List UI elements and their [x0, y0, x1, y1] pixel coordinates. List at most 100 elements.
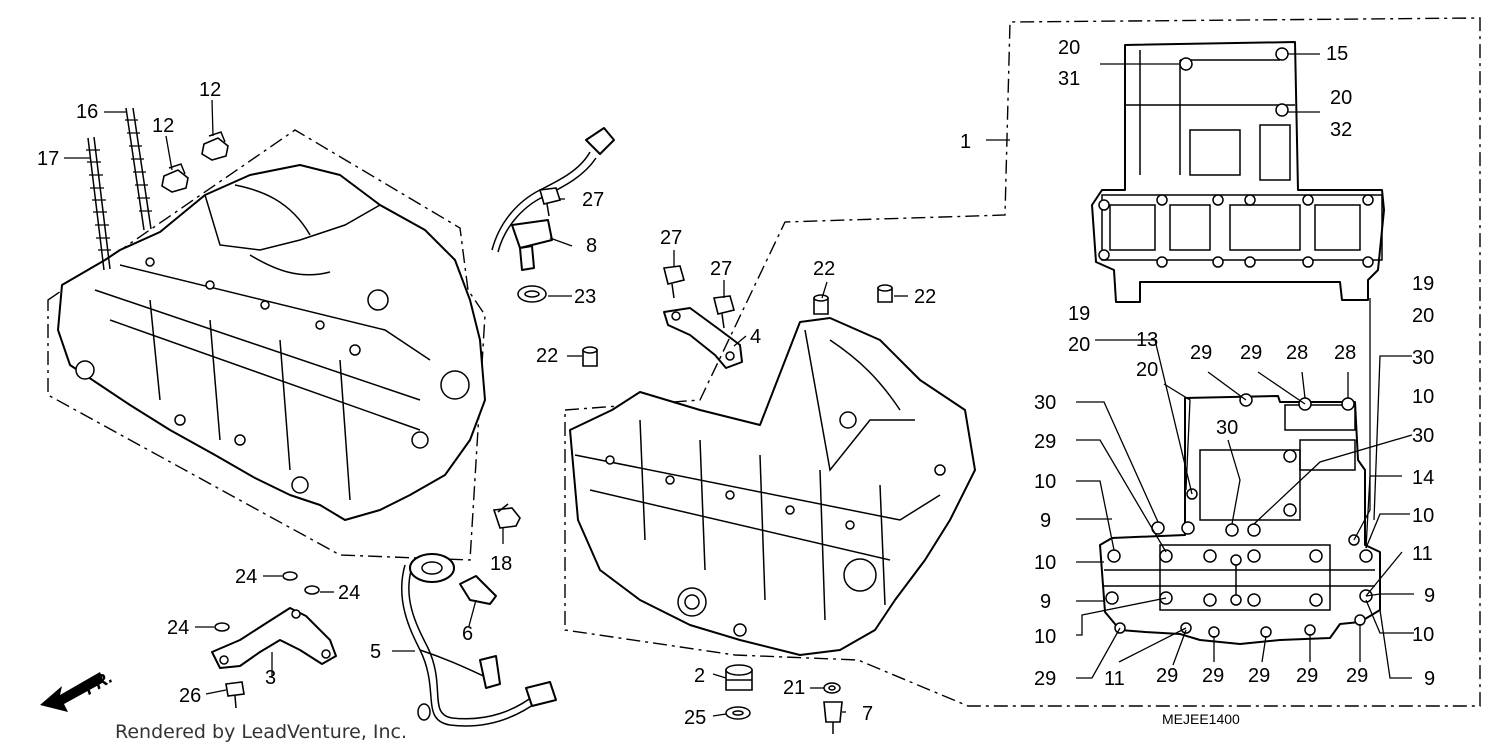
callout-l14: 14: [1412, 467, 1434, 489]
callout-3: 3: [265, 667, 276, 689]
bolt-27-a: [538, 187, 562, 217]
callout-l9d: 9: [1424, 668, 1435, 690]
callout-l28a: 28: [1286, 342, 1308, 364]
upper-right-crankcase-view: [1091, 41, 1385, 303]
callout-22a: 22: [813, 258, 835, 280]
washer-21: [823, 682, 841, 694]
callout-l19b: 19: [1412, 273, 1434, 295]
leader-lines: [64, 53, 1414, 717]
callout-25: 25: [684, 707, 706, 729]
bolt-18: [492, 503, 521, 529]
dowel-pin-22-b: [877, 284, 893, 303]
callout-u31: 31: [1058, 68, 1080, 90]
callout-l11b: 11: [1104, 668, 1125, 690]
callout-l30d: 30: [1412, 425, 1434, 447]
callout-23: 23: [574, 286, 596, 308]
callout-1: 1: [960, 131, 971, 153]
callout-18: 18: [490, 553, 512, 575]
callout-u15: 15: [1326, 43, 1348, 65]
plate-3: [211, 607, 337, 669]
callout-l30a: 30: [1034, 392, 1056, 414]
callout-l29a: 29: [1190, 342, 1212, 364]
callout-24c: 24: [167, 617, 189, 639]
callout-l9c: 9: [1424, 585, 1435, 607]
oil-plug-2: [725, 664, 753, 691]
callout-l29c: 29: [1034, 431, 1056, 453]
callout-16: 16: [76, 101, 98, 123]
callout-17: 17: [37, 148, 59, 170]
callout-l10a: 10: [1412, 386, 1434, 408]
callout-l20b: 20: [1412, 305, 1434, 327]
callout-8: 8: [586, 235, 597, 257]
callout-l29i: 29: [1346, 665, 1368, 687]
callout-4: 4: [750, 326, 761, 348]
callout-27b: 27: [660, 227, 682, 249]
callout-l9a: 9: [1040, 510, 1051, 532]
front-direction-arrow: [40, 672, 104, 712]
sensor-8: [491, 127, 615, 271]
callout-7: 7: [862, 703, 873, 725]
bolt-27-c: [713, 295, 735, 329]
callout-24b: 24: [338, 582, 360, 604]
bolt-26: [225, 681, 245, 709]
o-ring-23: [517, 285, 547, 303]
front-direction-label: FR.: [81, 667, 116, 699]
callout-u20a: 20: [1058, 37, 1080, 59]
upper-crankcase-half: [47, 129, 486, 561]
callout-l10f: 10: [1412, 624, 1434, 646]
clip-24-a: [282, 571, 298, 581]
switch-7: [823, 701, 843, 734]
washer-25: [725, 706, 751, 720]
callout-labels: 1 2 3 4 5 6 7 8 12 12 16 17 18 21 22 22 …: [37, 37, 1435, 729]
callout-l30b: 30: [1412, 347, 1434, 369]
dowel-pin-22-a: [813, 294, 829, 315]
callout-l10e: 10: [1034, 626, 1056, 648]
bolt-12-a: [161, 163, 189, 193]
callout-22c: 22: [536, 345, 558, 367]
bolt-27-b: [663, 265, 685, 299]
stud-bolt-16: [125, 107, 152, 231]
callout-26: 26: [179, 685, 201, 707]
stud-bolt-17: [86, 136, 111, 271]
callout-l29e: 29: [1156, 665, 1178, 687]
callout-12b: 12: [199, 79, 221, 101]
callout-21: 21: [783, 677, 805, 699]
callout-l28b: 28: [1334, 342, 1356, 364]
bolt-12-b: [201, 131, 229, 161]
callout-l10d: 10: [1034, 552, 1056, 574]
callout-l19a: 19: [1068, 303, 1090, 325]
lower-crankcase-half: [564, 17, 1481, 707]
callout-27a: 27: [582, 189, 604, 211]
diagram-code: MEJEE1400: [1162, 711, 1240, 727]
callout-l29f: 29: [1202, 665, 1224, 687]
callout-2: 2: [694, 665, 705, 687]
callout-u20b: 20: [1330, 87, 1352, 109]
callout-l9b: 9: [1040, 591, 1051, 613]
callout-l29b: 29: [1240, 342, 1262, 364]
rendered-by-credit: Rendered by LeadVenture, Inc.: [115, 721, 407, 743]
callout-l10b: 10: [1034, 471, 1056, 493]
callout-27c: 27: [710, 258, 732, 280]
callout-22b: 22: [914, 286, 936, 308]
callout-l29g: 29: [1248, 665, 1270, 687]
callout-u32: 32: [1330, 119, 1352, 141]
callout-l29h: 29: [1296, 665, 1318, 687]
callout-l10c: 10: [1412, 505, 1434, 527]
callout-l20c: 20: [1136, 359, 1158, 381]
callout-12a: 12: [152, 115, 174, 137]
callout-l29d: 29: [1034, 668, 1056, 690]
callout-l13: 13: [1136, 329, 1158, 351]
callout-l20a: 20: [1068, 334, 1090, 356]
callout-5: 5: [370, 641, 381, 663]
callout-6: 6: [462, 623, 473, 645]
clip-24-c: [214, 622, 230, 632]
callout-24a: 24: [235, 566, 257, 588]
wire-harness-5: [401, 553, 557, 727]
clip-24-b: [304, 585, 320, 595]
switch-6: [459, 575, 497, 605]
callout-l11a: 11: [1412, 543, 1433, 565]
lower-right-crankcase-view: [1099, 393, 1381, 645]
callout-l30c: 30: [1216, 417, 1238, 439]
bracket-4: [663, 307, 743, 369]
